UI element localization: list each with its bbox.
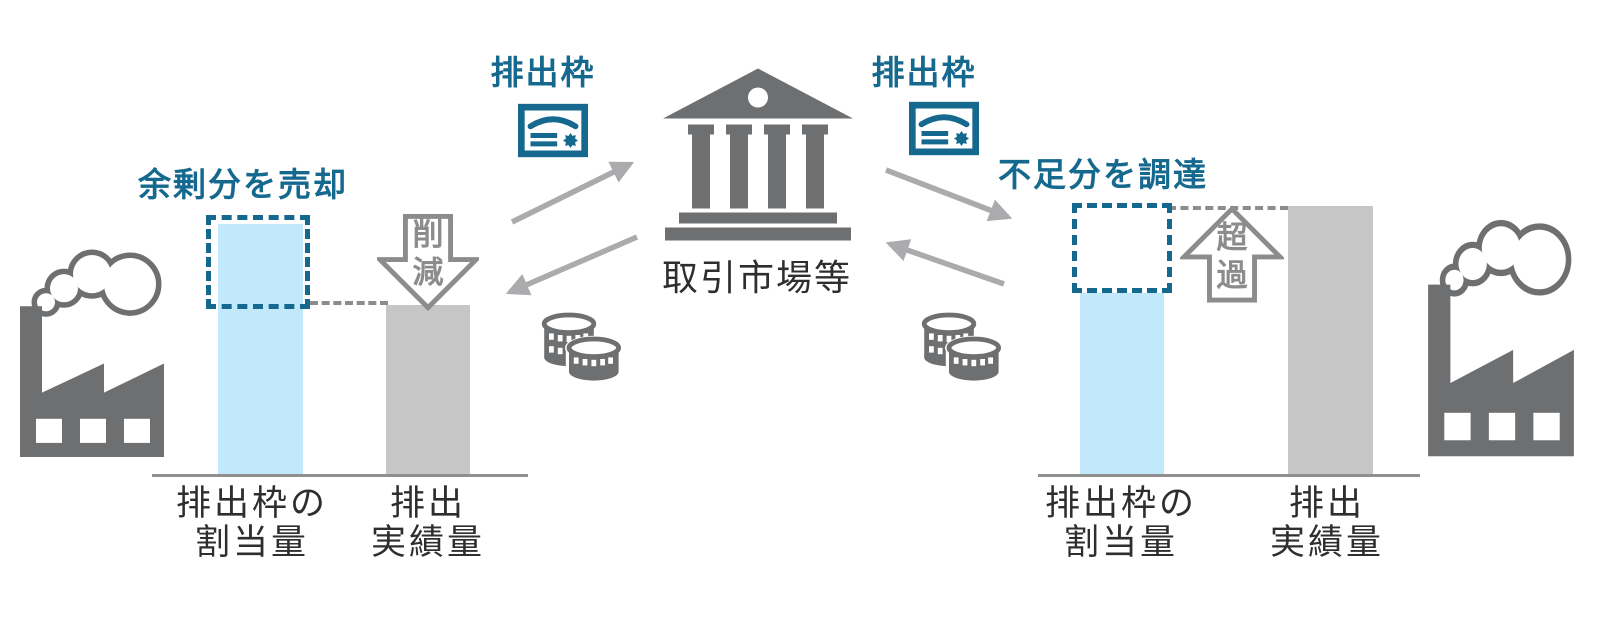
surplus-dashed-box	[206, 215, 310, 309]
procure-shortfall-label: 不足分を調達	[998, 156, 1208, 193]
allocation-axis-label: 排出枠の 割当量	[1044, 484, 1197, 562]
market-label: 取引市場等	[661, 257, 852, 298]
allocation-bar	[1080, 292, 1164, 475]
allowance-to-market-arrow	[510, 161, 635, 225]
factory-icon	[20, 249, 164, 457]
actual-emissions-bar	[386, 305, 470, 475]
allowance-from-market-arrow	[885, 167, 1013, 222]
transfer-arrows	[505, 161, 1013, 296]
money-from-market-arrow	[505, 234, 639, 296]
shortfall-dashed-box	[1072, 203, 1172, 293]
coins-icon	[541, 312, 623, 381]
right-axis-baseline	[1038, 474, 1420, 477]
allocation-axis-label: 排出枠の 割当量	[175, 484, 328, 562]
reduction-arrow-icon	[377, 213, 479, 312]
smoke-icon	[1439, 220, 1572, 297]
excess-arrow-label: 超 過	[1216, 220, 1248, 293]
smoke-icon	[31, 249, 162, 317]
coins-icon	[921, 312, 1003, 381]
certificate-icon	[518, 103, 588, 158]
money-to-market-arrow	[885, 239, 1005, 287]
bank-icon	[663, 68, 853, 241]
excess-arrow-icon	[1180, 205, 1284, 303]
sell-surplus-label: 余剰分を売却	[138, 166, 348, 203]
factory-icon	[1428, 220, 1574, 457]
allocation-bar	[218, 224, 303, 475]
certificate-icon	[909, 101, 979, 156]
left-axis-baseline	[152, 474, 528, 477]
reduction-arrow-label: 削 減	[412, 217, 444, 290]
allowance-label-left: 排出枠	[490, 54, 596, 91]
actual-emissions-bar	[1288, 206, 1373, 475]
actual-axis-label: 排出 実績量	[370, 484, 485, 562]
level-connector-line	[310, 301, 388, 305]
allowance-label-right: 排出枠	[871, 54, 977, 91]
actual-axis-label: 排出 実績量	[1269, 484, 1384, 562]
level-connector-line	[1168, 206, 1288, 210]
